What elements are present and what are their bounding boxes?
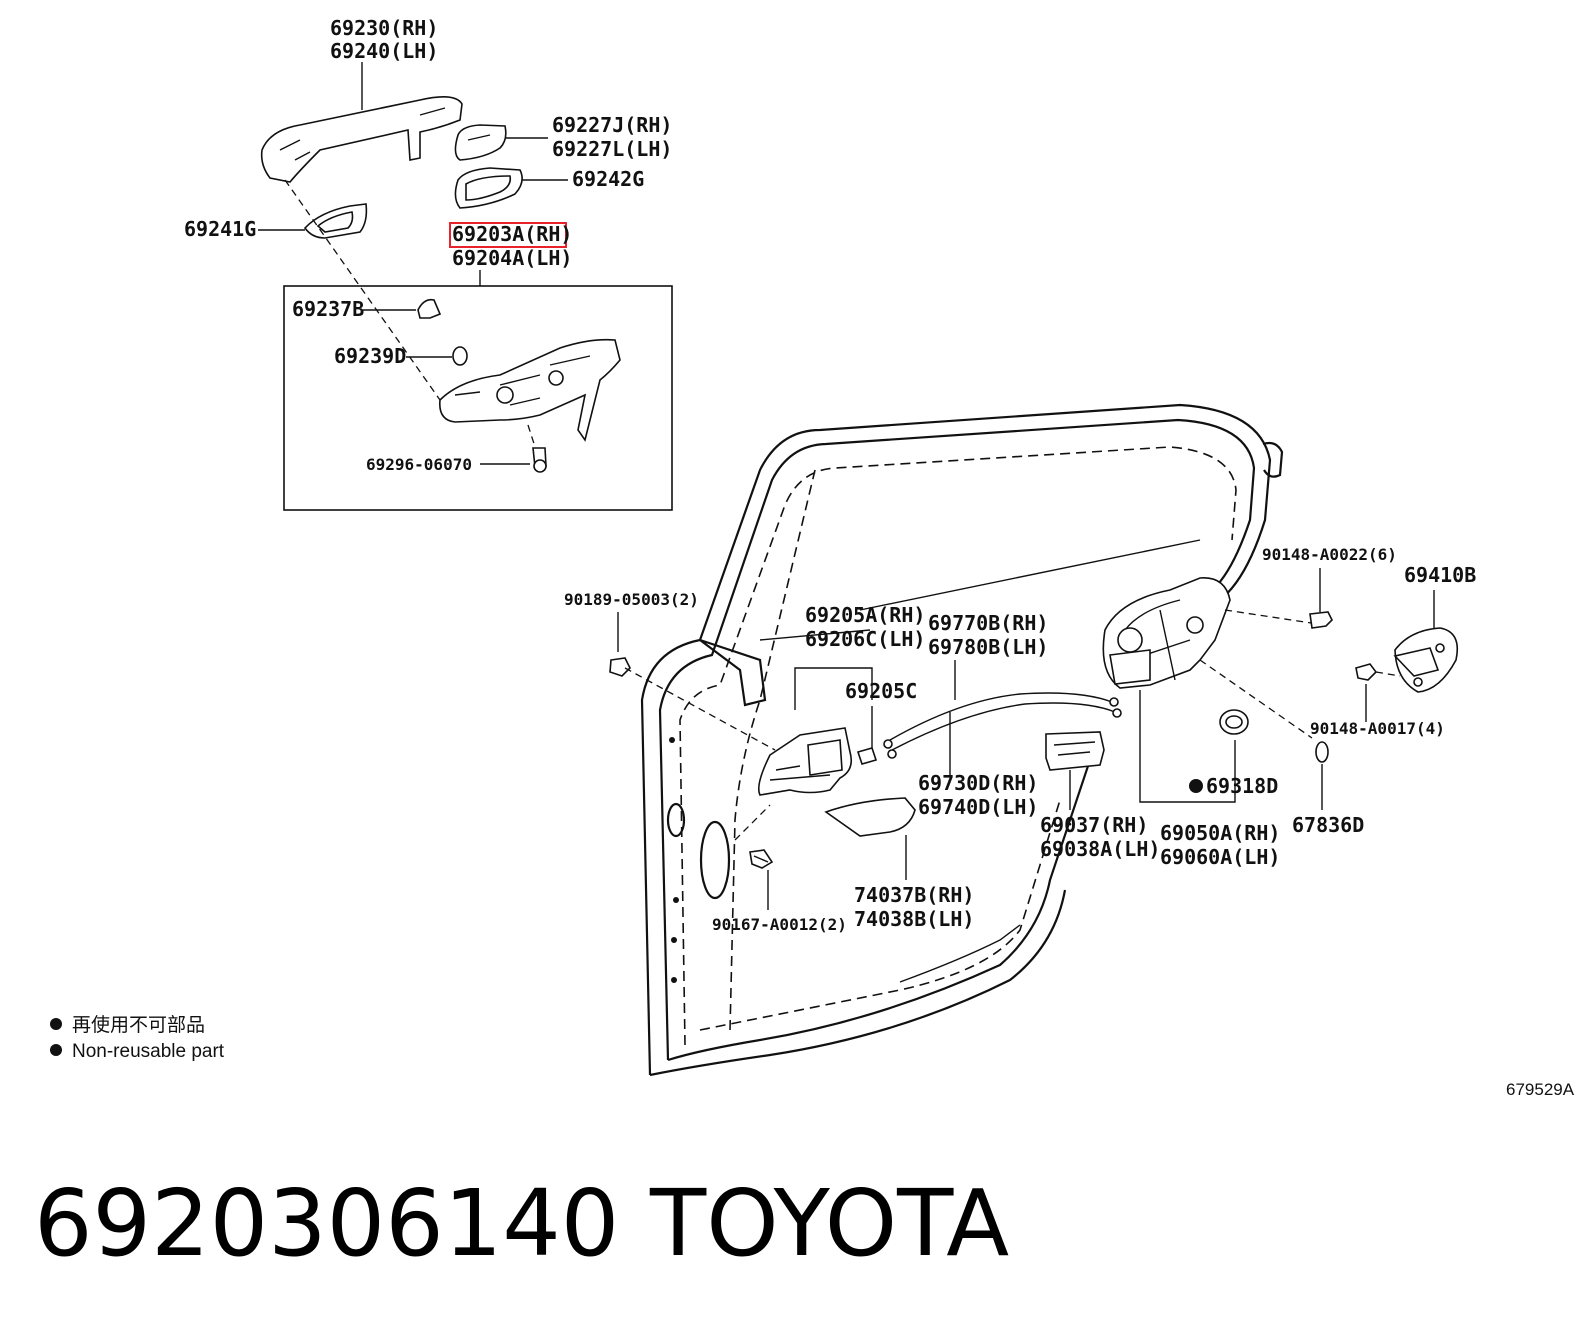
caption-part-number: 6920306140 (34, 1170, 619, 1277)
label-69227L: 69227L(LH) (552, 137, 672, 161)
legend-english: Non-reusable part (72, 1041, 225, 1062)
label-69237B: 69237B (292, 297, 364, 321)
assembly-box (283, 285, 673, 511)
legend-dot-chinese (50, 1018, 62, 1030)
cable-clip-69205C[interactable] (856, 747, 878, 765)
label-69240: 69240(LH) (330, 39, 438, 63)
legend-chinese: 再使用不可部品 (72, 1014, 205, 1036)
label-69740D: 69740D(LH) (918, 795, 1038, 819)
highlight-box (449, 222, 567, 248)
label-69205A: 69205A(RH) (805, 603, 925, 627)
label-69770B: 69770B(RH) (928, 611, 1048, 635)
label-69410B: 69410B (1404, 563, 1476, 587)
inside-handle[interactable] (757, 727, 853, 796)
striker-69410B[interactable] (1393, 627, 1459, 693)
screw-69296[interactable] (532, 447, 547, 473)
diagram-code: 679529A (1506, 1080, 1575, 1099)
label-69730D: 69730D(RH) (918, 771, 1038, 795)
legend: 再使用不可部品 Non-reusable part (50, 1014, 225, 1062)
handle-frame-assembly[interactable] (438, 338, 621, 442)
seal-67836D[interactable] (1315, 741, 1329, 763)
label-90148-A0017: 90148-A0017(4) (1310, 719, 1445, 738)
screw-90148-A0022[interactable] (1309, 611, 1333, 629)
door-frame (640, 403, 1284, 1077)
label-69242G: 69242G (572, 167, 644, 191)
legend-dot-english (50, 1044, 62, 1056)
label-74037B: 74037B(RH) (854, 883, 974, 907)
handle-cover-part[interactable] (454, 124, 507, 161)
protector-74037B[interactable] (824, 797, 916, 837)
label-69227J: 69227J(RH) (552, 113, 672, 137)
label-90148-A0022: 90148-A0022(6) (1262, 545, 1397, 564)
label-69203A[interactable]: 69203A(RH) (452, 222, 572, 246)
label-69204A: 69204A(LH) (452, 246, 572, 270)
door-lock-assembly[interactable] (1102, 577, 1231, 689)
label-69205C: 69205C (845, 679, 917, 703)
label-74038B: 74038B(LH) (854, 907, 974, 931)
plug-90189[interactable] (609, 657, 631, 677)
label-69780B: 69780B(LH) (928, 635, 1048, 659)
handle-pad-part[interactable] (454, 167, 523, 209)
label-69060A: 69060A(LH) (1160, 845, 1280, 869)
clip-69237B[interactable] (417, 298, 442, 319)
caption-brand: TOYOTA (649, 1170, 1009, 1277)
label-69037: 69037(RH) (1040, 813, 1148, 837)
label-90189: 90189-05003(2) (564, 590, 699, 609)
label-69318D: 69318D (1206, 774, 1278, 798)
label-69296: 69296-06070 (366, 455, 472, 474)
lock-rod-69037[interactable] (1045, 731, 1105, 771)
label-67836D: 67836D (1292, 813, 1364, 837)
label-69038A: 69038A(LH) (1040, 837, 1160, 861)
door-cables[interactable] (883, 692, 1122, 759)
screw-90167[interactable] (749, 849, 774, 869)
outside-handle[interactable] (260, 96, 463, 183)
nonreusable-dot-69318D (1189, 779, 1203, 793)
ring-69318D[interactable] (1219, 709, 1249, 735)
label-69230: 69230(RH) (330, 16, 438, 40)
label-69206C: 69206C(LH) (805, 627, 925, 651)
screw-90148-A0017[interactable] (1355, 663, 1378, 681)
label-69239D: 69239D (334, 344, 406, 368)
label-69050A: 69050A(RH) (1160, 821, 1280, 845)
plug-69239D[interactable] (452, 346, 468, 366)
label-90167: 90167-A0012(2) (712, 915, 847, 934)
label-69241G: 69241G (184, 217, 256, 241)
